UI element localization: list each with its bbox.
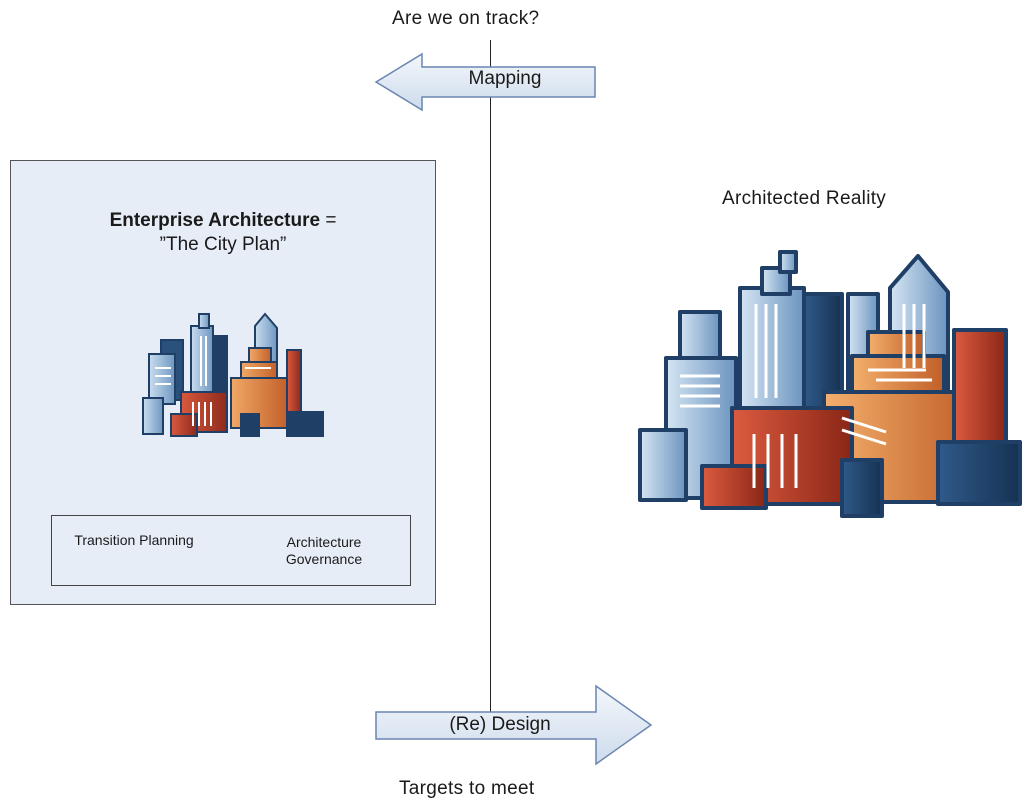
- planning-governance-box: Transition Planning Architecture Governa…: [51, 515, 411, 586]
- mapping-arrow: [374, 52, 596, 112]
- panel-title-suffix: =: [320, 210, 337, 231]
- bottom-label: Targets to meet: [399, 778, 535, 799]
- redesign-arrow: [375, 684, 653, 766]
- center-divider-line: [490, 40, 491, 718]
- city-plan-illustration: [142, 312, 324, 437]
- panel-subtitle: ”The City Plan”: [159, 234, 287, 255]
- panel-title: Enterprise Architecture = ”The City Plan…: [11, 209, 435, 257]
- architecture-governance-label: Architecture Governance: [285, 534, 363, 567]
- redesign-arrow-label: (Re) Design: [449, 714, 551, 735]
- mapping-arrow-label: Mapping: [468, 68, 542, 89]
- architected-reality-illustration: [638, 250, 1022, 518]
- enterprise-architecture-panel: Enterprise Architecture = ”The City Plan…: [10, 160, 436, 605]
- panel-title-bold: Enterprise Architecture: [109, 210, 321, 231]
- top-label: Are we on track?: [392, 8, 540, 29]
- architected-reality-label: Architected Reality: [722, 188, 887, 209]
- transition-planning-label: Transition Planning: [74, 532, 194, 548]
